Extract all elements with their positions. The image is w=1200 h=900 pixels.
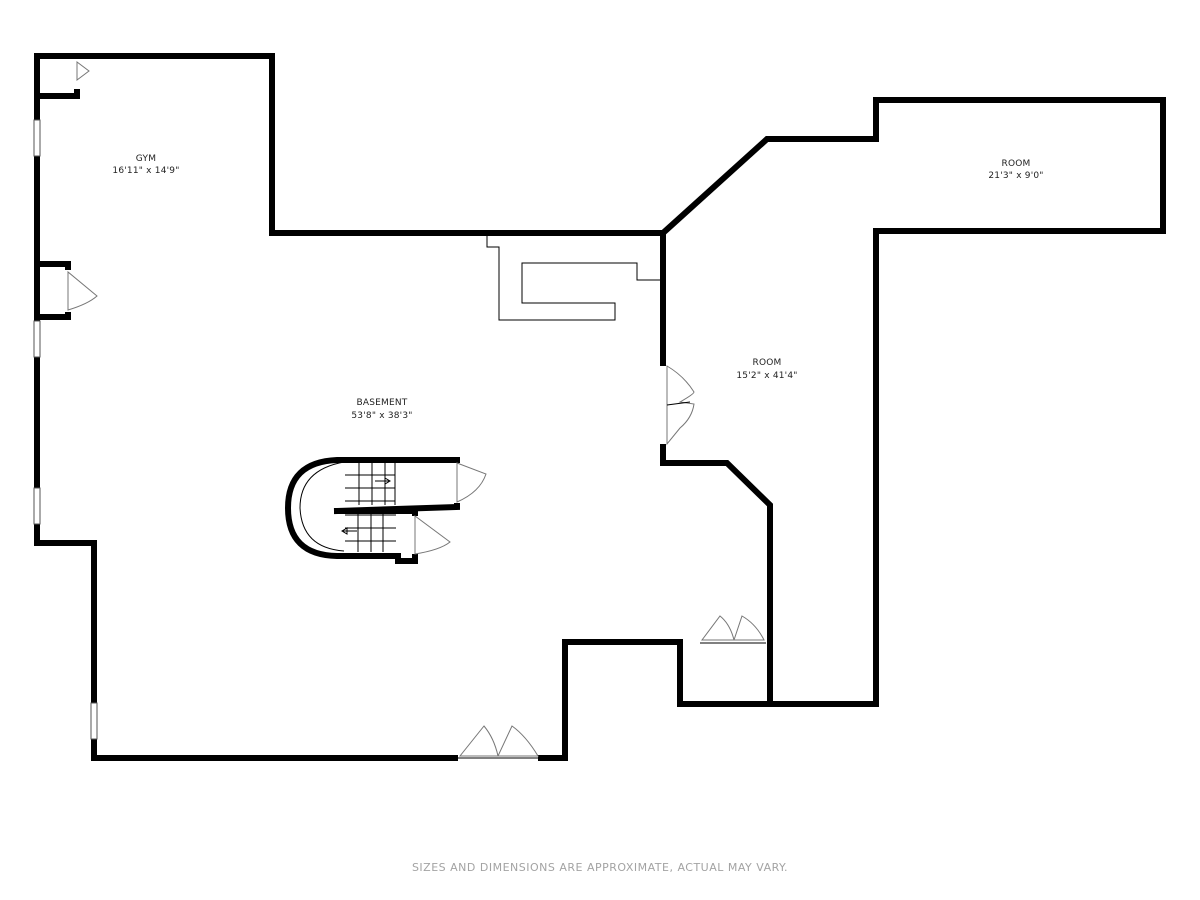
- outer-wall-east-section: [658, 97, 1166, 707]
- stair-treads-lower: [341, 513, 396, 552]
- basement-dimensions: 53'8" x 38'3": [351, 411, 412, 421]
- east-room-label: ROOM: [753, 358, 782, 368]
- gym-dimensions: 16'11" x 14'9": [112, 166, 179, 176]
- south-door-swing-right: [497, 725, 539, 757]
- east-room-dimensions: 15'2" x 41'4": [736, 371, 797, 381]
- stair-upper-door-swing: [456, 462, 487, 503]
- storage-door-swing-left: [701, 615, 735, 641]
- south-door-swing-left: [458, 725, 499, 757]
- basement-label: BASEMENT: [356, 398, 407, 408]
- stair-treads-upper: [345, 461, 455, 505]
- gym-closet-door-swing: [76, 61, 90, 81]
- disclaimer-text: SIZES AND DIMENSIONS ARE APPROXIMATE, AC…: [411, 861, 789, 874]
- west-alcove-door-swing: [67, 270, 98, 311]
- upper-room-dimensions: 21'3" x 9'0": [988, 171, 1043, 181]
- storage-door-swing-right: [733, 615, 765, 641]
- window-west-3: [33, 487, 41, 525]
- gym-label: GYM: [136, 154, 156, 164]
- gym-closet-wall: [34, 89, 80, 99]
- window-west-2: [33, 320, 41, 358]
- stair-curve-wall: [284, 457, 460, 564]
- upper-room-label: ROOM: [1002, 159, 1031, 169]
- basement-east-door-opening: [659, 366, 668, 444]
- west-alcove-wall: [34, 261, 71, 320]
- window-south-west: [90, 702, 98, 740]
- outer-wall-west-section: [34, 53, 773, 761]
- storage-door-opening: [700, 638, 766, 646]
- basement-east-door-swing: [666, 365, 695, 446]
- stair-lower-door-swing: [414, 515, 451, 555]
- window-west-1: [33, 119, 41, 157]
- stair-upper-edge: [333, 457, 460, 515]
- stair-inner-curve: [299, 461, 345, 552]
- built-in-counter: [486, 235, 660, 321]
- basement-east-door-mid: [666, 401, 691, 406]
